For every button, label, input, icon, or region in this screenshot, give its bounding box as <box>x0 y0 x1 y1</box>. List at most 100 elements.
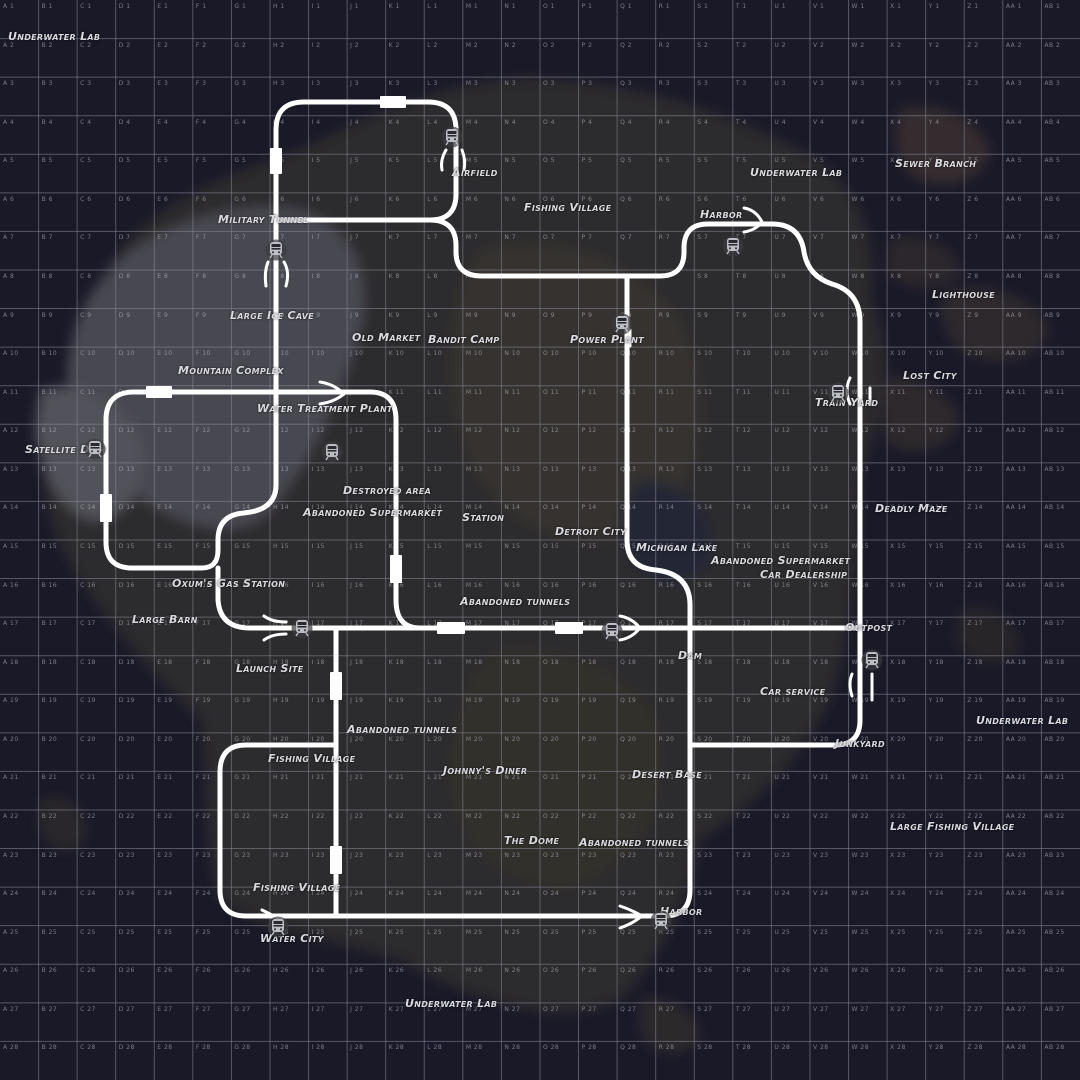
grid-cell-label: R 21 <box>658 774 675 782</box>
grid-cell-label: C 17 <box>80 620 96 628</box>
grid-cell-label: M 24 <box>465 890 483 898</box>
grid-cell-label: J 7 <box>350 234 360 242</box>
grid-cell-label: Y 15 <box>928 542 944 550</box>
grid-cell-label: F 25 <box>195 928 211 936</box>
grid-cell-label: X 4 <box>890 118 902 126</box>
grid-cell-label: I 18 <box>311 658 325 666</box>
grid-cell-label: G 3 <box>234 80 247 88</box>
train-station-icon[interactable] <box>722 235 744 257</box>
grid-cell-label: D 12 <box>118 427 135 435</box>
grid-cell-label: T 20 <box>735 735 752 743</box>
grid-cell-label: Q 25 <box>620 928 637 936</box>
grid-cell-label: B 26 <box>41 967 58 975</box>
grid-cell-label: E 14 <box>157 504 173 512</box>
grid-cell-label: J 21 <box>350 774 364 782</box>
grid-cell-label: P 27 <box>581 1005 597 1013</box>
grid-cell-label: O 28 <box>542 1044 560 1052</box>
grid-cell-label: AB 18 <box>1044 658 1065 666</box>
grid-cell-label: W 21 <box>851 774 870 782</box>
grid-cell-label: K 6 <box>388 195 400 203</box>
grid-cell-label: T 16 <box>735 581 752 589</box>
poi-label: Detroit City <box>555 525 627 538</box>
grid-cell-label: AB 10 <box>1044 350 1065 358</box>
grid-cell-label: A 4 <box>3 118 15 126</box>
train-station-icon[interactable] <box>267 916 289 938</box>
grid-cell-label: P 16 <box>581 581 597 589</box>
grid-cell-label: H 2 <box>272 41 285 49</box>
grid-cell-label: C 26 <box>80 967 96 975</box>
grid-cell-label: G 1 <box>234 3 247 10</box>
grid-cell-label: K 21 <box>388 774 405 782</box>
grid-cell-label: O 5 <box>542 157 555 165</box>
grid-cell-label: X 12 <box>890 427 906 435</box>
grid-cell-label: N 20 <box>504 735 521 743</box>
train-station-icon[interactable] <box>441 126 463 148</box>
grid-cell-label: AB 24 <box>1044 890 1065 898</box>
grid-cell-label: H 9 <box>272 311 285 319</box>
grid-cell-label: A 5 <box>3 157 15 165</box>
grid-cell-label: N 25 <box>504 928 521 936</box>
grid-cell-label: V 26 <box>812 967 829 975</box>
train-station-icon[interactable] <box>861 649 883 671</box>
grid-cell-label: M 5 <box>465 157 479 165</box>
grid-cell-label: F 9 <box>195 311 207 319</box>
grid-cell-label: V 27 <box>812 1005 829 1013</box>
grid-cell-label: U 18 <box>774 658 791 666</box>
grid-cell-label: B 11 <box>41 388 58 396</box>
train-station-icon[interactable] <box>84 438 106 460</box>
grid-cell-label: O 9 <box>542 311 555 319</box>
grid-cell-label: AB 15 <box>1044 542 1065 550</box>
poi-label: Harbor <box>700 208 743 221</box>
train-station-icon[interactable] <box>291 617 313 639</box>
poi-label: Destroyed area <box>343 484 432 497</box>
poi-label: Johnny's Diner <box>443 764 528 777</box>
grid-cell-label: X 13 <box>890 465 906 473</box>
grid-cell-label: AB 8 <box>1044 272 1061 280</box>
grid-cell-label: B 23 <box>41 851 58 859</box>
grid-cell-label: I 28 <box>311 1044 325 1052</box>
grid-cell-label: O 24 <box>542 890 560 898</box>
grid-cell-label: E 25 <box>157 928 173 936</box>
grid-cell-label: M 16 <box>465 581 483 589</box>
grid-cell-label: Y 5 <box>928 157 940 165</box>
grid-cell-label: R 22 <box>658 812 675 820</box>
poi-label: Fishing Village <box>524 201 612 214</box>
grid-cell-label: C 20 <box>80 735 96 743</box>
grid-cell-label: D 17 <box>118 620 135 628</box>
train-station-icon[interactable] <box>321 441 343 463</box>
grid-cell-label: Z 7 <box>967 234 979 242</box>
grid-cell-label: W 22 <box>851 812 870 820</box>
train-station-icon[interactable] <box>611 313 633 335</box>
grid-cell-label: H 8 <box>272 272 285 280</box>
grid-cell-label: I 19 <box>311 697 325 705</box>
grid-cell-label: R 3 <box>658 80 671 88</box>
grid-cell-label: S 2 <box>697 41 709 49</box>
train-station-icon[interactable] <box>601 620 623 642</box>
grid-cell-label: Q 7 <box>620 234 633 242</box>
grid-cell-label: D 3 <box>118 80 131 88</box>
grid-cell-label: T 8 <box>735 272 747 280</box>
grid-cell-label: J 12 <box>350 427 364 435</box>
grid-cell-label: T 22 <box>735 812 752 820</box>
grid-cell-label: P 25 <box>581 928 597 936</box>
grid-cell-label: U 28 <box>774 1044 791 1052</box>
grid-cell-label: K 20 <box>388 735 405 743</box>
grid-cell-label: L 14 <box>427 504 443 512</box>
poi-label: Underwater Lab <box>8 30 101 43</box>
grid-cell-label: J 1 <box>350 3 360 10</box>
grid-cell-label: L 25 <box>427 928 443 936</box>
train-station-icon[interactable] <box>827 382 849 404</box>
grid-cell-label: F 26 <box>195 967 211 975</box>
grid-cell-label: N 4 <box>504 118 517 126</box>
grid-cell-label: C 1 <box>80 3 92 10</box>
grid-cell-label: B 21 <box>41 774 58 782</box>
grid-cell-label: E 5 <box>157 157 169 165</box>
grid-cell-label: L 26 <box>427 967 443 975</box>
train-station-icon[interactable] <box>265 239 287 261</box>
train-station-icon[interactable] <box>650 910 672 932</box>
grid-cell-label: A 16 <box>3 581 19 589</box>
grid-cell-label: AA 23 <box>1005 851 1027 859</box>
grid-cell-label: G 21 <box>234 774 251 782</box>
train-icon <box>265 239 287 261</box>
grid-cell-label: A 28 <box>3 1044 19 1052</box>
